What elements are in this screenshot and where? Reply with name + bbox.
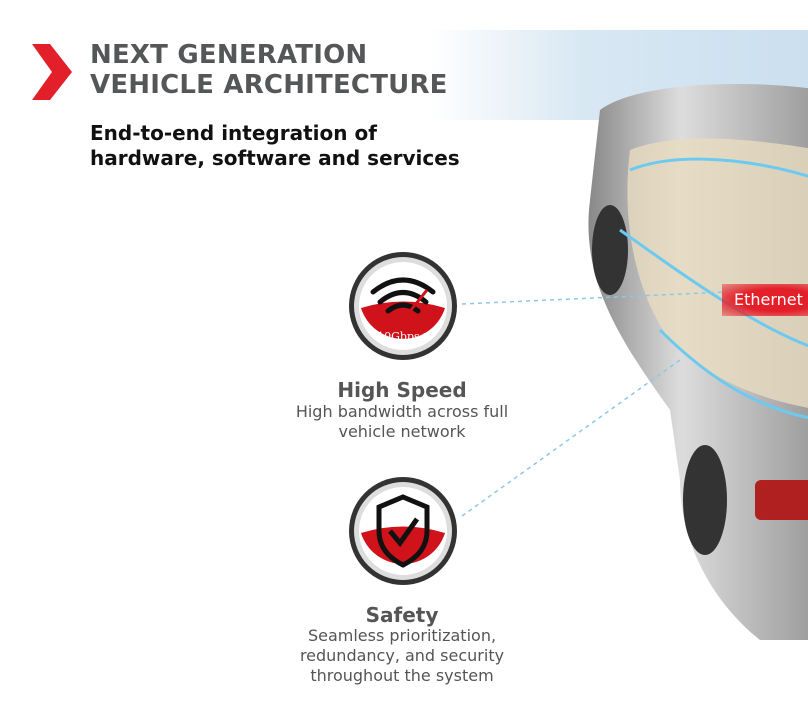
badge-speed-text: 10Gbps+	[377, 330, 429, 343]
ethernet-label: Ethernet	[722, 284, 808, 316]
feature-description: Seamless prioritization,redundancy, and …	[299, 626, 505, 685]
feature-title: High Speed	[337, 378, 467, 402]
chevron-logo-icon	[32, 44, 72, 100]
feature-title: Safety	[365, 603, 439, 627]
wifi-speedometer-icon: 10Gbps+	[349, 252, 457, 360]
shield-check-icon	[349, 477, 457, 585]
car-image	[588, 84, 808, 640]
